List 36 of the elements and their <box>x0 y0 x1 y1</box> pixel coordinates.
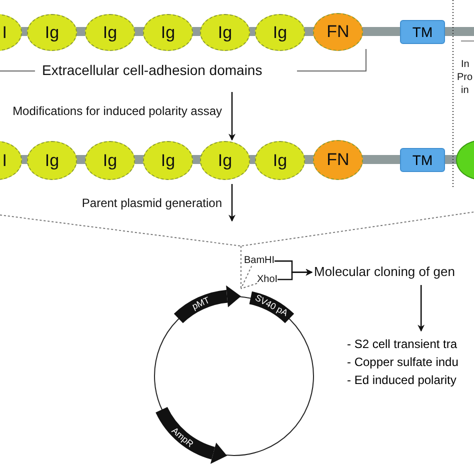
leader-line <box>0 212 474 290</box>
leader-line <box>240 266 252 290</box>
domain-oval: Ig <box>85 14 135 51</box>
domain-oval: FN <box>313 140 363 180</box>
arrow <box>228 184 236 222</box>
edge-label: Parent plasmid generation <box>82 196 222 210</box>
domain-oval: Ig <box>200 14 250 51</box>
domain-oval: Ig <box>27 141 77 180</box>
transmembrane-box: TM <box>400 148 445 172</box>
step-text: Molecular cloning of gen <box>314 264 455 279</box>
leader-line <box>240 282 258 290</box>
transmembrane-box: TM <box>400 20 445 44</box>
domain-oval: Ig <box>143 14 193 51</box>
gene-block: SV40 pA <box>248 291 294 324</box>
arrow <box>278 268 313 280</box>
domain-oval: FN <box>313 13 363 51</box>
domain-oval: I <box>0 141 22 180</box>
cut-off-text: Pro <box>457 72 473 83</box>
domain-oval: Ig <box>255 14 305 51</box>
list-item: - Copper sulfate indu <box>347 354 458 371</box>
list-item: - S2 cell transient tra <box>347 336 458 353</box>
domain-oval: Ig <box>85 141 135 180</box>
cut-off-text: In <box>461 59 470 70</box>
domain-oval: I <box>0 14 22 51</box>
bracket-label: Extracellular cell-adhesion domains <box>40 62 264 78</box>
domain-oval: Ig <box>255 141 305 180</box>
domain-oval: Ig <box>143 141 193 180</box>
arrow <box>228 92 236 141</box>
domain-oval: Ig <box>200 141 250 180</box>
site-label: XhoI <box>257 274 278 285</box>
site-label: BamHI <box>244 255 275 266</box>
arrow <box>418 285 425 332</box>
list-item: - Ed induced polarity <box>347 372 458 389</box>
edge-label: Modifications for induced polarity assay <box>12 104 222 118</box>
cut-off-text: in <box>461 85 469 96</box>
domain-oval: Ig <box>27 14 77 51</box>
